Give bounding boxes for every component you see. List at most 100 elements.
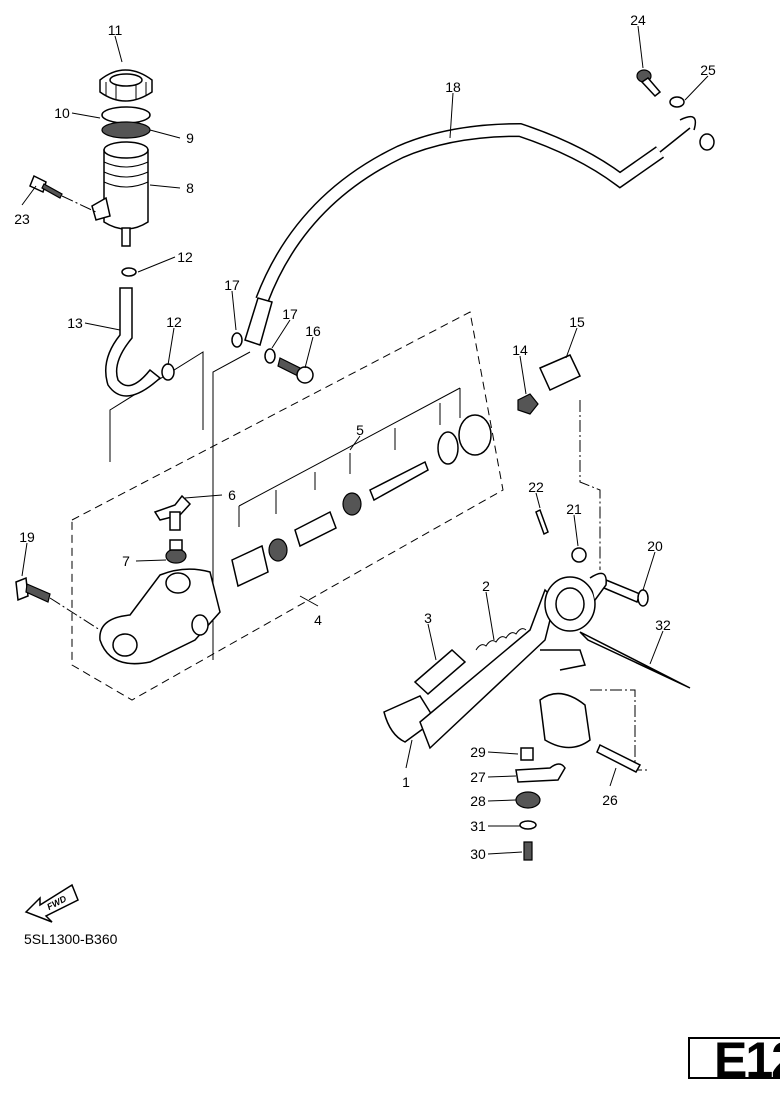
callout-17: 17 [224,277,240,293]
callout-17: 17 [282,306,298,322]
collar-29 [520,747,534,761]
leader-line-8 [149,184,181,189]
nut-14 [517,393,539,415]
callout-28: 28 [470,793,486,809]
collar-3 [413,648,467,696]
diaphragm-9 [101,121,151,139]
grommet-7 [165,539,187,564]
callout-19: 19 [19,529,35,545]
leader-line-29 [487,751,519,755]
callout-6: 6 [228,487,236,503]
leader-line-17 [271,319,291,349]
callout-26: 26 [602,792,618,808]
bracket-27 [515,763,566,783]
hose-joint-6 [153,494,192,531]
hose-clamp-12-bottom [161,363,175,381]
leader-line-9 [149,129,181,139]
leader-line-26 [609,767,617,787]
leader-line-30 [487,851,523,855]
leader-line-18 [449,92,454,139]
callout-13: 13 [67,315,83,331]
leader-line-19 [21,542,28,577]
leader-line-16 [304,336,314,369]
page-id: E12 [714,1037,780,1079]
callout-7: 7 [122,553,130,569]
callout-12: 12 [166,314,182,330]
washer-21 [571,547,587,563]
washer-17-b [264,348,276,364]
callout-31: 31 [470,818,486,834]
drawing-code: 5SL1300-B360 [24,931,118,947]
leader-line-14 [519,355,527,395]
washer-25-a [669,96,685,108]
leader-line-1 [405,739,413,769]
damper-28 [515,791,541,809]
callout-30: 30 [470,846,486,862]
fwd-arrow-icon [24,883,79,923]
leader-line-3 [427,623,437,661]
callout-16: 16 [305,323,321,339]
callout-14: 14 [512,342,528,358]
leader-line-4 [299,595,319,607]
reservoir-tank-8 [91,141,149,247]
callout-8: 8 [186,180,194,196]
pin-26 [596,743,642,773]
callout-18: 18 [445,79,461,95]
leader-line-23 [21,185,37,206]
callout-4: 4 [314,612,322,628]
callout-5: 5 [356,422,364,438]
leader-line-15 [565,327,578,359]
callout-22: 22 [528,479,544,495]
leader-line-28 [487,799,517,802]
callout-21: 21 [566,501,582,517]
leader-line-24 [637,25,644,69]
screw-23 [29,174,97,213]
callout-1: 1 [402,774,410,790]
leader-line-10 [71,112,101,119]
reservoir-cap-11 [99,69,153,102]
callout-29: 29 [470,744,486,760]
callout-10: 10 [54,105,70,121]
leader-line-2 [485,591,495,641]
master-cylinder-body [99,568,221,665]
callout-27: 27 [470,769,486,785]
callout-23: 23 [14,211,30,227]
leader-line-11 [114,35,123,63]
callout-15: 15 [569,314,585,330]
leader-line-6 [184,494,223,499]
spring-2 [475,628,527,651]
leader-line-20 [642,551,656,591]
rod-32 [579,631,691,689]
callout-11: 11 [108,22,123,38]
cotter-pin-22 [535,508,549,536]
washer-31 [519,820,537,830]
leader-line-21 [573,514,579,547]
leader-line-5 [349,435,361,451]
hose-group-line [212,351,251,660]
pin-20 [603,578,649,607]
rod-end-15 [539,354,582,391]
reservoir-hose-13 [105,287,162,397]
leader-line-12 [167,327,175,366]
hose-clamp-12-top [121,267,137,277]
leader-line-17 [231,290,237,331]
bolt-30 [523,841,533,861]
leader-line-32 [649,630,664,665]
bolt-19 [15,576,101,631]
callout-2: 2 [482,578,490,594]
leader-line-27 [487,775,517,778]
leader-line-7 [135,559,167,562]
callout-25: 25 [700,62,716,78]
callout-12: 12 [177,249,193,265]
reservoir-group-boundary [109,351,204,462]
page-id-box: E12 [688,1037,780,1079]
callout-9: 9 [186,130,194,146]
callout-24: 24 [630,12,646,28]
callout-20: 20 [647,538,663,554]
assembly-4-boundary [71,311,504,701]
washer-17-a [231,332,243,348]
leader-line-12 [137,256,176,273]
brake-pedal-1 [383,572,607,750]
leader-line-22 [535,492,541,509]
